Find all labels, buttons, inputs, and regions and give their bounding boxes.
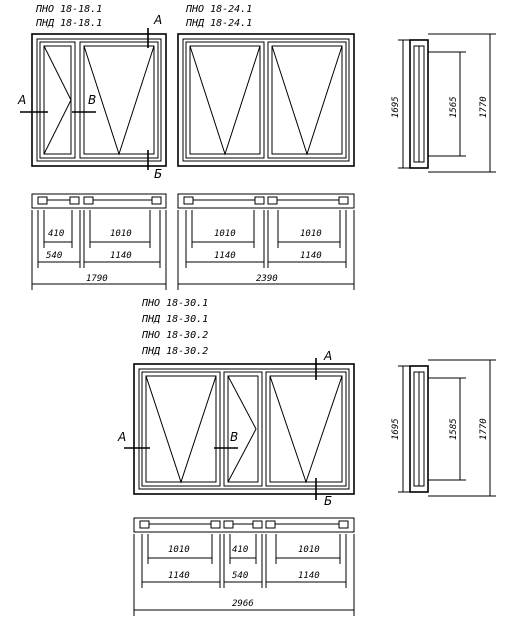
dim-b-2966: 2966 (232, 599, 254, 609)
dim-st-1565: 1565 (449, 96, 459, 118)
dim-b-1140-b: 1140 (298, 571, 320, 581)
dim-b-540: 540 (232, 571, 248, 581)
dim-b-1140-a: 1140 (168, 571, 190, 581)
dim-b-410: 410 (232, 545, 248, 555)
dim-tc-1140-b: 1140 (300, 251, 322, 261)
dim-tl-1140: 1140 (110, 251, 132, 261)
dim-sb-1770: 1770 (479, 418, 489, 440)
marker-v-bottom: В (230, 430, 238, 444)
dim-tc-1140-a: 1140 (214, 251, 236, 261)
marker-v-top: В (88, 93, 96, 107)
dim-tl-410: 410 (48, 229, 64, 239)
marker-b-top: Б (154, 167, 162, 181)
dim-tc-2390: 2390 (256, 274, 278, 284)
dim-sb-1585: 1585 (449, 418, 459, 440)
dim-tl-1010: 1010 (110, 229, 132, 239)
window-24-elevation (177, 33, 355, 167)
label-bottom-4: ПНД 18-30.2 (141, 346, 208, 357)
dim-tc-1010-a: 1010 (214, 229, 236, 239)
dim-b-1010-b: 1010 (298, 545, 320, 555)
window-18-plan (31, 193, 167, 290)
label-top-center-1: ПНО 18-24.1 (185, 4, 252, 15)
dim-tl-540: 540 (46, 251, 62, 261)
label-bottom-3: ПНО 18-30.2 (141, 330, 208, 341)
dim-tl-1790: 1790 (86, 274, 108, 284)
dim-st-1770: 1770 (479, 96, 489, 118)
window-30-plan (133, 517, 355, 616)
label-bottom-2: ПНД 18-30.1 (141, 314, 208, 325)
dim-tc-1010-b: 1010 (300, 229, 322, 239)
window-24-plan (177, 193, 355, 290)
marker-b-bottom: Б (324, 494, 332, 508)
label-top-left-1: ПНО 18-18.1 (35, 4, 102, 15)
label-top-left-2: ПНД 18-18.1 (35, 18, 102, 29)
side-section-bottom (398, 359, 496, 497)
dim-b-1010-a: 1010 (168, 545, 190, 555)
side-section-top (398, 33, 496, 173)
window-18-elevation (31, 33, 167, 167)
label-bottom-1: ПНО 18-30.1 (141, 298, 208, 309)
window-30-elevation (133, 363, 355, 495)
marker-a-bottom-left: А (117, 430, 126, 444)
dim-st-1695: 1695 (391, 96, 401, 118)
marker-a-left: А (17, 93, 26, 107)
marker-a-bottom-top: А (323, 349, 332, 363)
label-top-center-2: ПНД 18-24.1 (185, 18, 252, 29)
marker-a-top: А (153, 13, 162, 27)
dim-sb-1695: 1695 (391, 418, 401, 440)
